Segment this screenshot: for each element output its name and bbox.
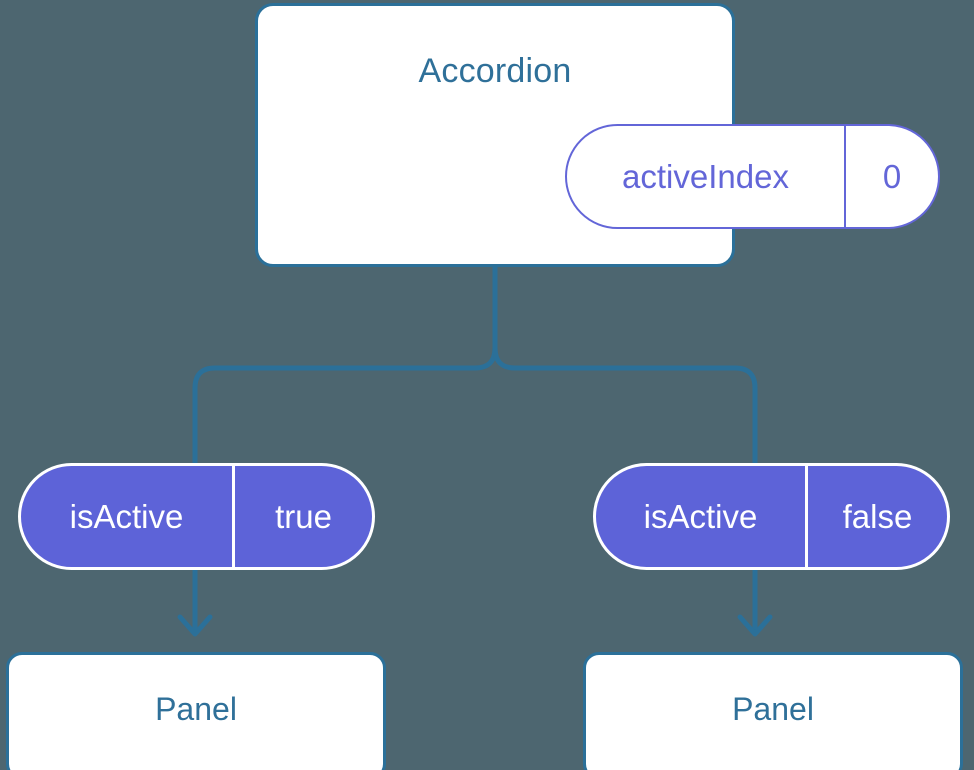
left-panel-label: Panel — [155, 690, 237, 727]
left-prop-key: isActive — [21, 466, 235, 567]
right-isactive-prop-pill[interactable]: isActive false — [593, 463, 950, 570]
left-prop-value: true — [275, 497, 332, 535]
branch-connector-path-right — [492, 264, 758, 466]
right-arrow-head-icon — [737, 614, 773, 637]
right-panel-label: Panel — [732, 690, 814, 727]
right-prop-key: isActive — [596, 466, 808, 567]
accordion-state-key: activeIndex — [567, 126, 846, 227]
left-isactive-prop-pill[interactable]: isActive true — [18, 463, 375, 570]
left-arrow-head-icon — [177, 614, 213, 637]
accordion-state-value: 0 — [882, 157, 902, 195]
left-panel-card[interactable]: Panel — [6, 652, 386, 770]
branch-connector-path — [192, 264, 498, 466]
accordion-title: Accordion — [418, 52, 572, 90]
accordion-component-card[interactable]: Accordion activeIndex 0 — [255, 3, 940, 267]
right-prop-value: false — [842, 497, 913, 535]
right-panel-card[interactable]: Panel — [583, 652, 963, 770]
accordion-state-pill[interactable]: activeIndex 0 — [565, 124, 940, 229]
